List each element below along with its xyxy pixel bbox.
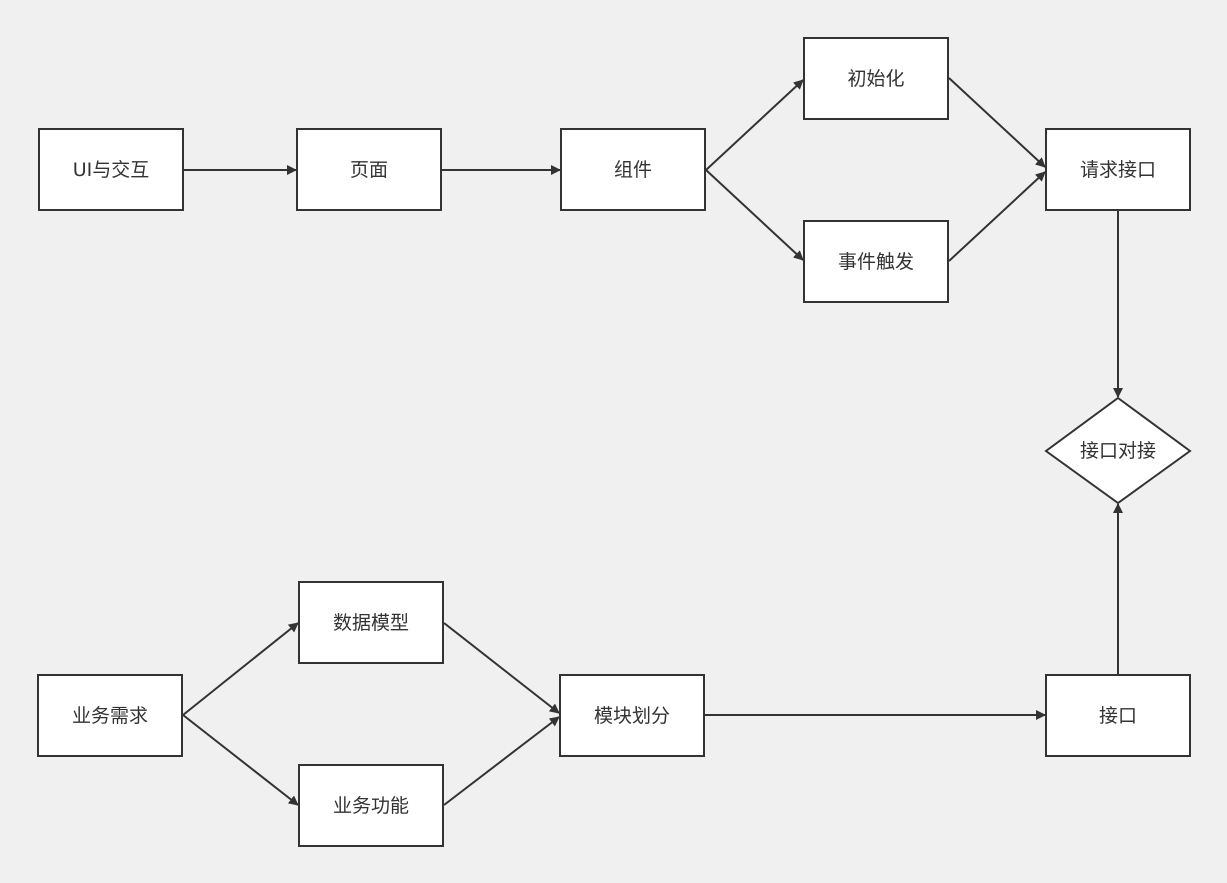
node-label: 初始化 bbox=[847, 68, 904, 90]
edge-business-to-datamodel bbox=[182, 622, 299, 716]
edge-datamodel-to-module bbox=[443, 622, 560, 714]
node-module-division[interactable]: 模块划分 bbox=[559, 674, 705, 757]
edge-event-to-request bbox=[948, 171, 1046, 262]
node-label: 页面 bbox=[350, 159, 388, 181]
node-label: 业务功能 bbox=[333, 795, 409, 817]
node-label: 请求接口 bbox=[1080, 159, 1156, 181]
node-data-model[interactable]: 数据模型 bbox=[298, 581, 444, 664]
edge-component-to-init bbox=[705, 79, 804, 171]
node-request-api[interactable]: 请求接口 bbox=[1045, 128, 1191, 211]
node-label: 业务需求 bbox=[72, 705, 148, 727]
node-label: 数据模型 bbox=[333, 612, 409, 634]
node-label: 接口对接 bbox=[1080, 440, 1156, 462]
edge-init-to-request bbox=[948, 77, 1046, 168]
node-page[interactable]: 页面 bbox=[296, 128, 442, 211]
node-label: UI与交互 bbox=[73, 159, 150, 181]
node-api[interactable]: 接口 bbox=[1045, 674, 1191, 757]
node-label: 模块划分 bbox=[594, 705, 670, 727]
node-init[interactable]: 初始化 bbox=[803, 37, 949, 120]
node-label: 组件 bbox=[614, 159, 652, 181]
edges bbox=[182, 77, 1123, 806]
node-component[interactable]: 组件 bbox=[560, 128, 706, 211]
node-label: 事件触发 bbox=[838, 251, 914, 273]
edge-function-to-module bbox=[443, 716, 560, 806]
node-event-trigger[interactable]: 事件触发 bbox=[803, 220, 949, 303]
edge-component-to-event bbox=[705, 169, 804, 261]
edge-business-to-function bbox=[182, 714, 299, 806]
node-api-integration[interactable]: 接口对接 bbox=[1044, 396, 1192, 505]
node-business-function[interactable]: 业务功能 bbox=[298, 764, 444, 847]
node-business-requirement[interactable]: 业务需求 bbox=[37, 674, 183, 757]
node-ui-interaction[interactable]: UI与交互 bbox=[38, 128, 184, 211]
node-label: 接口 bbox=[1099, 705, 1137, 727]
